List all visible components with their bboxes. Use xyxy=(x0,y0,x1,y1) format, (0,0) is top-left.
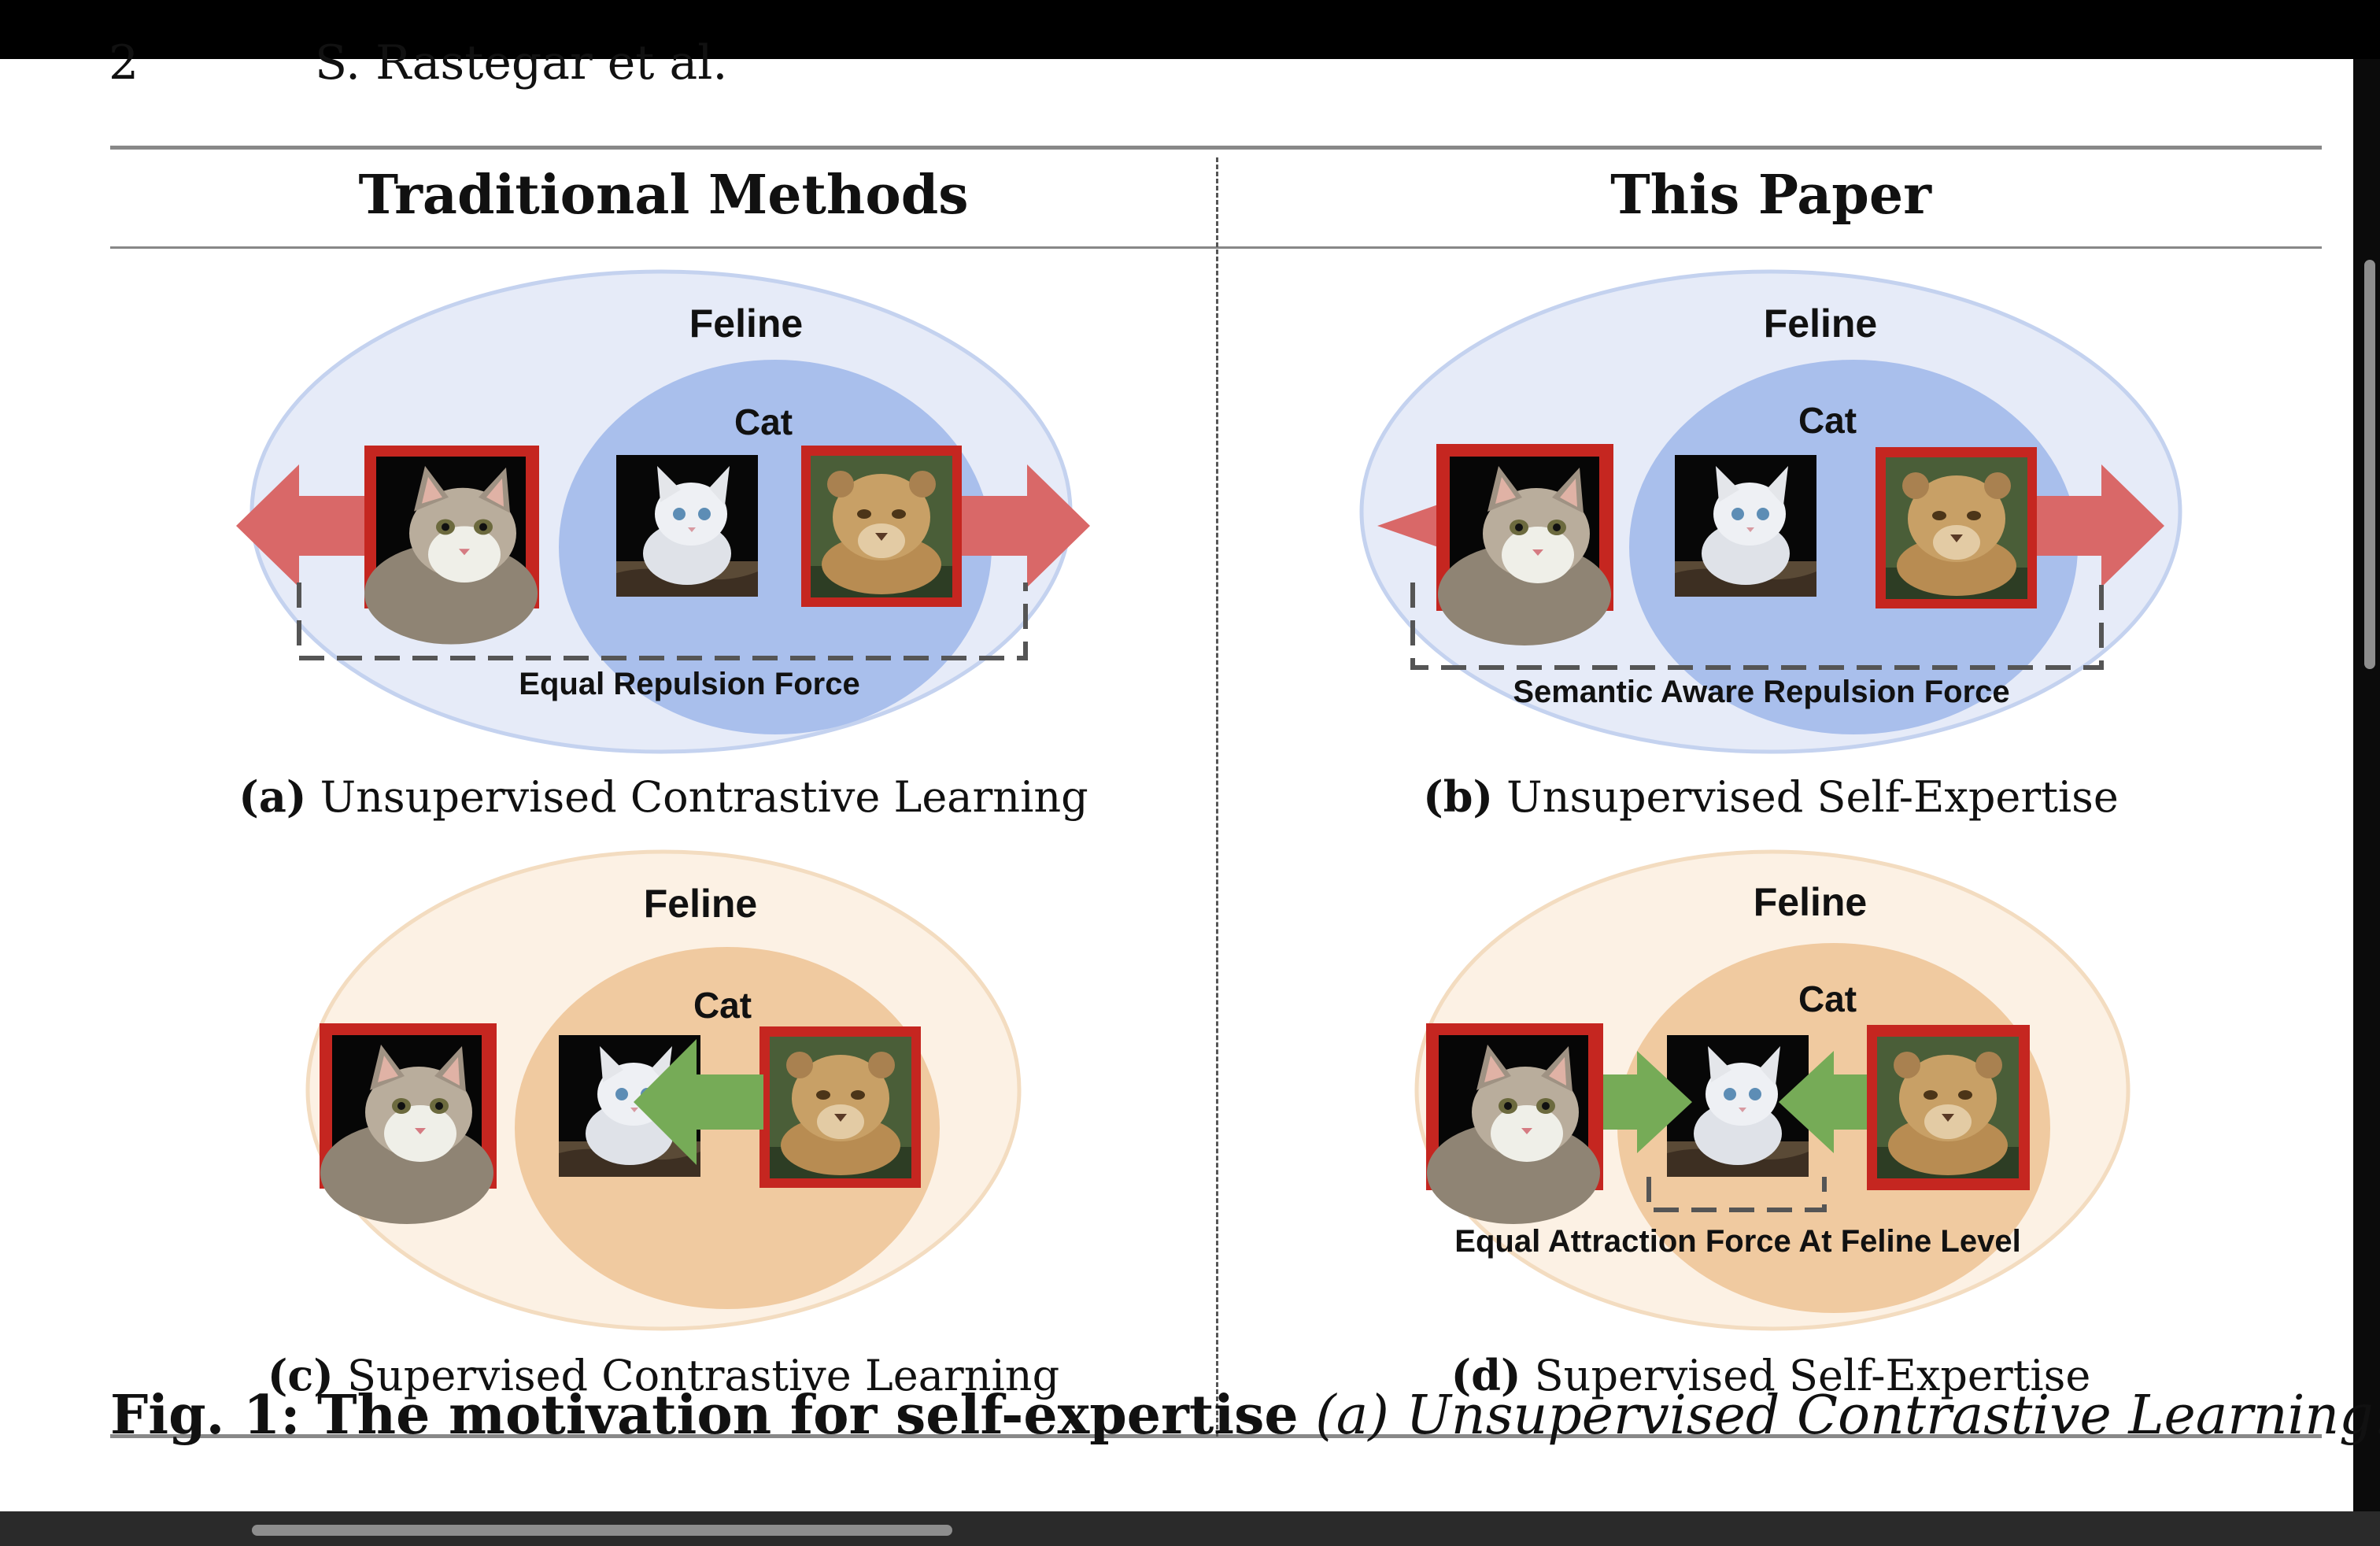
figure-caption: Fig. 1: The motivation for self-expertis… xyxy=(110,1384,2380,1447)
cat-label: Cat xyxy=(1798,400,1857,441)
repulsion-arrow-right xyxy=(952,464,1090,587)
force-label: Semantic Aware Repulsion Force xyxy=(1513,675,2009,709)
feline-label: Feline xyxy=(1754,880,1867,924)
caption-b: (b) Unsupervised Self-Expertise xyxy=(1220,771,2322,822)
attraction-arrow-left-to-center xyxy=(1603,1051,1692,1153)
panel-c-diagram: Feline Cat xyxy=(305,849,1022,1331)
caption-tag: (a) xyxy=(238,771,307,822)
vertical-scrollbar-thumb[interactable] xyxy=(2364,260,2375,669)
caption-text: Supervised Contrastive Learning xyxy=(347,1351,1060,1400)
caption-a: (a) Unsupervised Contrastive Learning xyxy=(113,771,1214,822)
force-label: Equal Repulsion Force xyxy=(519,667,859,701)
feline-label: Feline xyxy=(1764,301,1877,346)
figure-caption-italic: (a) Unsupervised Contrastive Learning. xyxy=(1315,1385,2380,1447)
semantic-repulsion-bracket xyxy=(1410,583,2104,670)
caption-text: Unsupervised Self-Expertise xyxy=(1506,772,2119,822)
feline-label: Feline xyxy=(644,882,757,926)
caption-tag: (d) xyxy=(1451,1350,1521,1400)
caption-c: (c) Supervised Contrastive Learning xyxy=(113,1350,1214,1400)
force-label: Equal Attraction Force At Feline Level xyxy=(1454,1224,2020,1259)
white-kitten-image xyxy=(616,455,758,597)
equal-attraction-bracket xyxy=(1646,1177,1827,1212)
cat-label: Cat xyxy=(734,401,793,442)
white-kitten-image xyxy=(1675,455,1816,597)
figure-title: The motivation for self-expertise xyxy=(317,1384,1299,1447)
repulsion-arrow-right-large xyxy=(2015,464,2164,587)
cat-label: Cat xyxy=(1798,978,1857,1019)
top-rule xyxy=(110,146,2322,150)
panel-a-diagram: Feline Cat Equal Repulsion Force xyxy=(236,269,1090,754)
repulsion-arrow-left xyxy=(236,464,386,587)
caption-tag: (b) xyxy=(1423,771,1493,822)
caption-text: Supervised Self-Expertise xyxy=(1534,1351,2091,1400)
panel-d-diagram: Feline Cat Equal Attraction Force At Fel… xyxy=(1414,849,2131,1331)
horizontal-scrollbar-thumb[interactable] xyxy=(252,1525,952,1536)
equal-repulsion-bracket xyxy=(297,583,1028,660)
attraction-arrow xyxy=(634,1039,763,1165)
attraction-arrow-right-to-center xyxy=(1779,1051,1867,1153)
figure-label: Fig. 1: xyxy=(110,1384,301,1447)
column-title-this-paper: This Paper xyxy=(1610,164,1931,227)
panel-b-diagram: Feline Cat Semantic Aware Repulsion Forc… xyxy=(1359,269,2182,754)
column-title-traditional: Traditional Methods xyxy=(358,164,969,227)
page-number: 2 xyxy=(109,35,139,91)
column-divider xyxy=(1216,157,1218,1437)
feline-label: Feline xyxy=(689,301,803,346)
running-head-authors: S. Rastegar et al. xyxy=(315,35,728,91)
caption-tag: (c) xyxy=(267,1350,334,1400)
caption-d: (d) Supervised Self-Expertise xyxy=(1220,1350,2322,1400)
cat-label: Cat xyxy=(693,985,752,1026)
caption-text: Unsupervised Contrastive Learning xyxy=(320,772,1088,822)
